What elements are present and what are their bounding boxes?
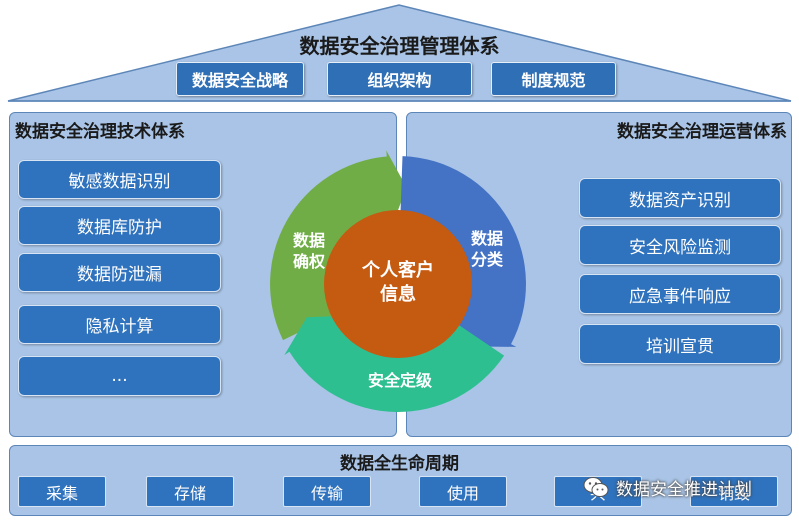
tech-item-privacy-computing: 隐私计算 <box>18 305 221 344</box>
right-arc-label-line1: 数据 <box>471 229 503 248</box>
ops-item-risk-monitoring: 安全风险监测 <box>579 225 781 265</box>
center-label-line1: 个人客户 <box>361 259 434 281</box>
wechat-icon <box>583 477 609 497</box>
tech-item-sensitive-data: 敏感数据识别 <box>18 160 221 199</box>
security-grading-arc <box>284 315 505 413</box>
management-system-title: 数据安全治理管理体系 <box>299 34 500 58</box>
left-arc-label-line1: 数据 <box>293 231 325 250</box>
right-arc-label-line2: 分类 <box>471 250 504 269</box>
center-circle <box>324 210 472 358</box>
left-arc-label-line2: 确权 <box>293 252 326 271</box>
ops-system-title: 数据安全治理运营体系 <box>617 122 787 142</box>
watermark: 数据安全推进计划 <box>582 474 792 500</box>
data-governance-cycle: 个人客户 信息 数据 确权 数据 分类 安全定级 <box>270 150 526 413</box>
center-label-line2: 信息 <box>380 283 416 305</box>
tech-item-dlp: 数据防泄漏 <box>18 253 221 292</box>
ops-item-asset-identification: 数据资产识别 <box>579 178 781 218</box>
tech-system-title: 数据安全治理技术体系 <box>15 122 185 142</box>
lifecycle-collect: 采集 <box>18 476 106 507</box>
strategy-pill: 数据安全战略 <box>176 62 304 96</box>
regulation-pill: 制度规范 <box>491 62 616 96</box>
tech-item-database-protection: 数据库防护 <box>18 206 221 245</box>
lifecycle-transfer: 传输 <box>283 476 371 507</box>
lifecycle-destroy: 销毁 <box>690 476 778 507</box>
lifecycle-store: 存储 <box>146 476 234 507</box>
ops-item-incident-response: 应急事件响应 <box>579 274 781 314</box>
watermark-text: 数据安全推进计划 <box>616 479 752 500</box>
bottom-arc-label: 安全定级 <box>368 371 433 390</box>
lifecycle-panel <box>9 445 792 516</box>
ops-item-training: 培训宣贯 <box>579 324 781 364</box>
lifecycle-title: 数据全生命周期 <box>340 454 459 474</box>
organization-pill: 组织架构 <box>327 62 472 96</box>
lifecycle-use: 使用 <box>419 476 507 507</box>
tech-item-more: ... <box>18 356 221 396</box>
